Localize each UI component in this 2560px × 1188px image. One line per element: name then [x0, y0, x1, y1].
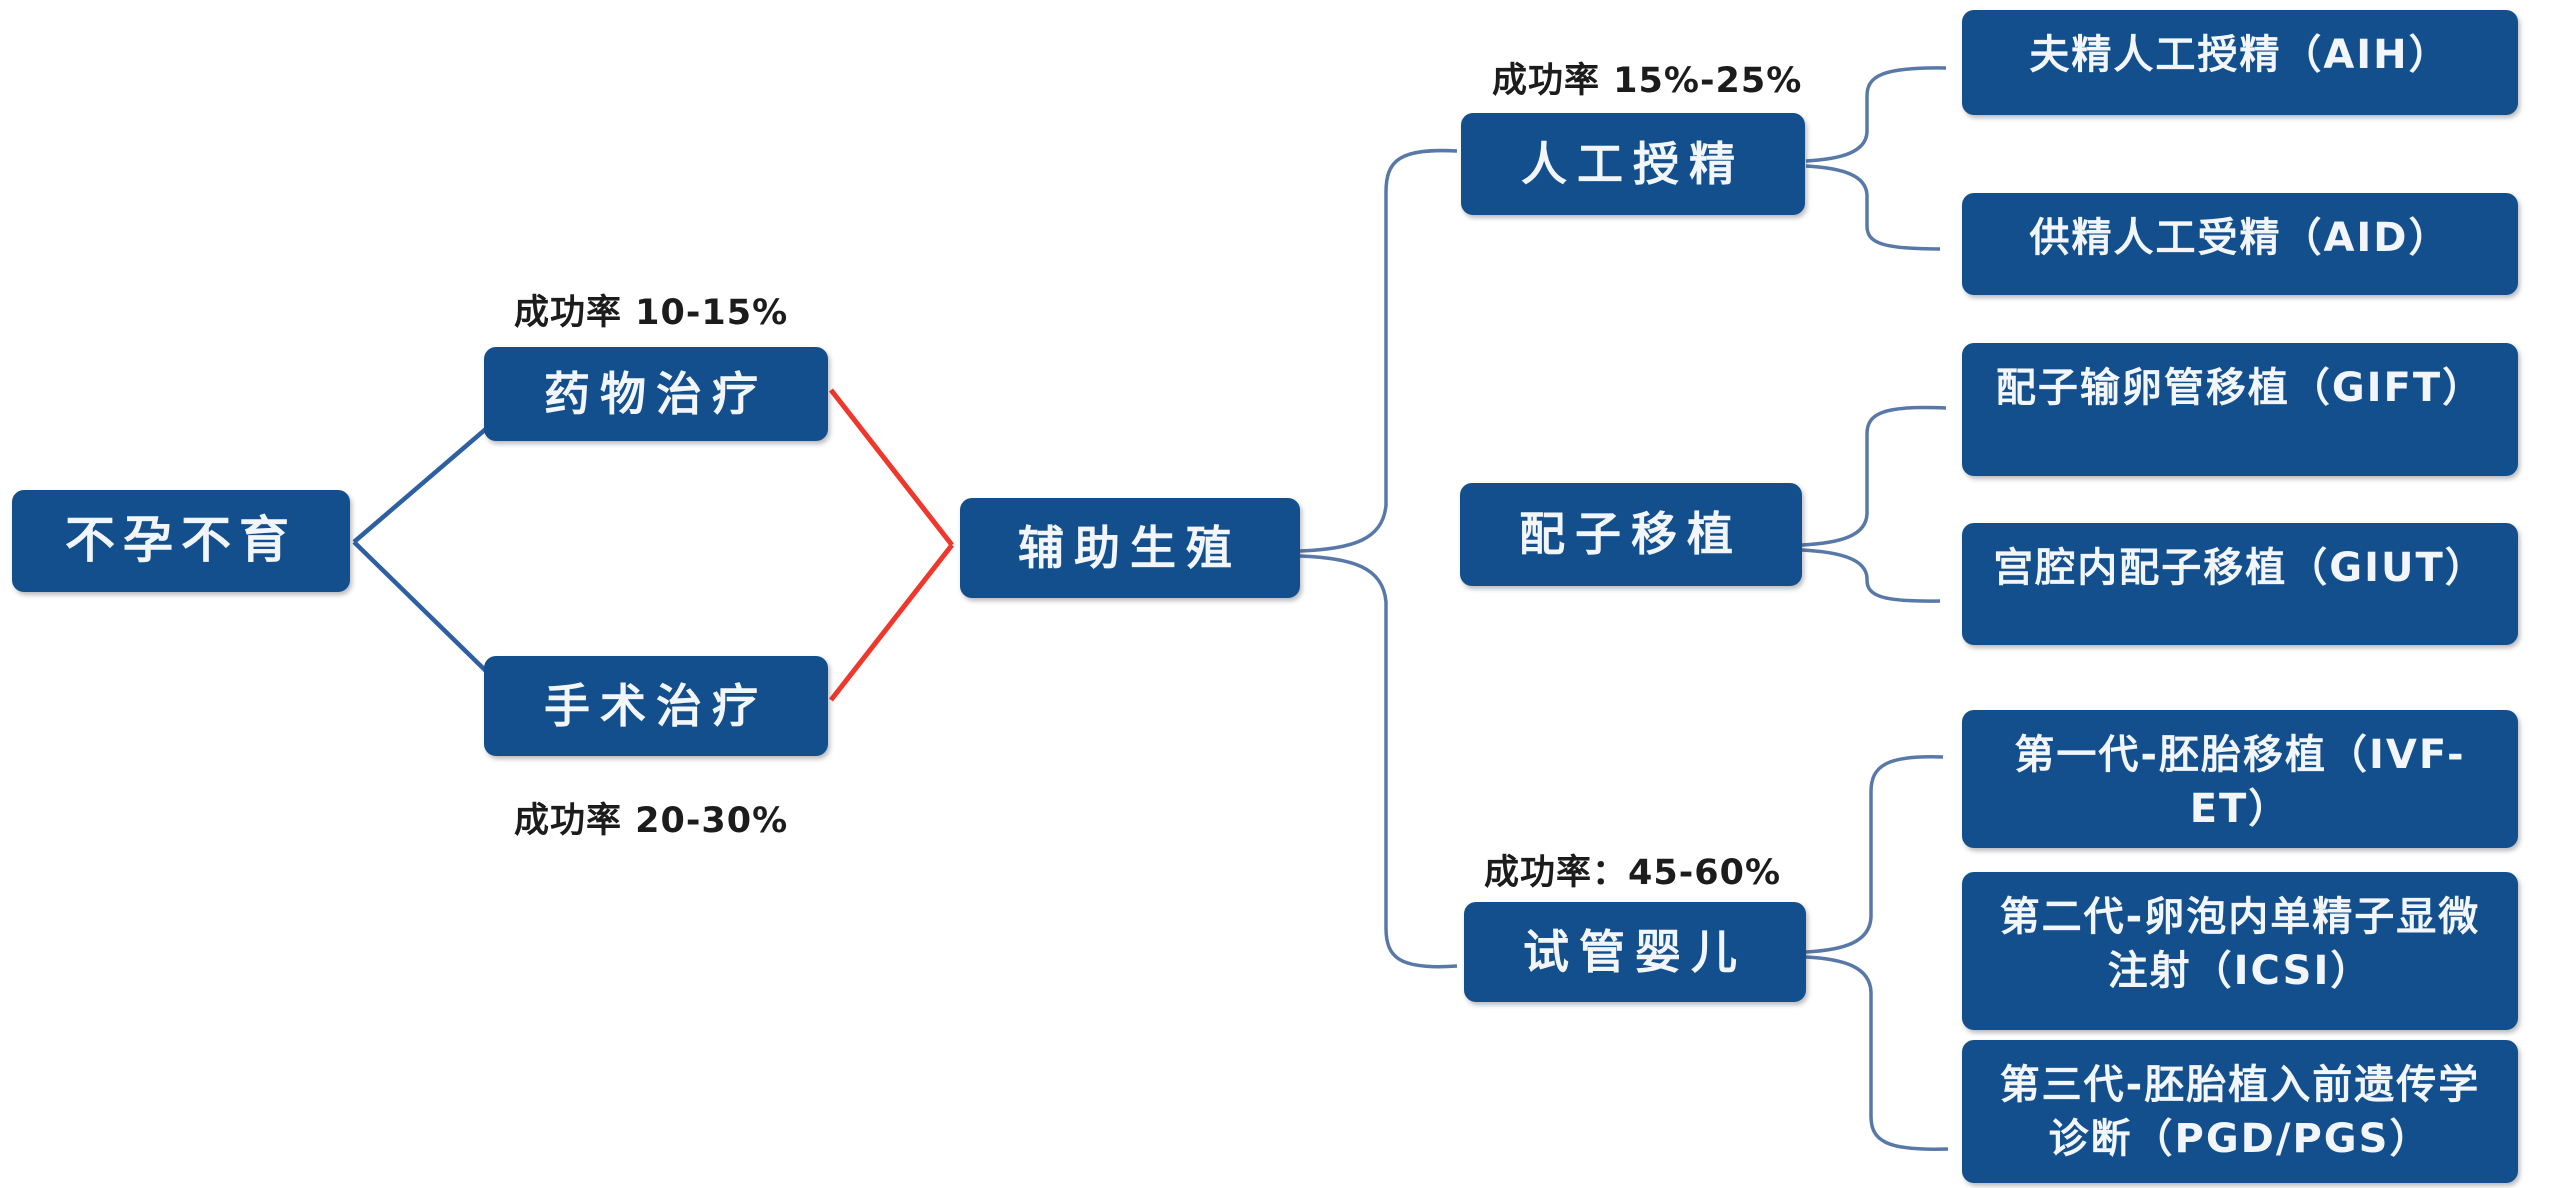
brace-hub-top: [1299, 148, 1458, 553]
node-infertility: 不孕不育: [12, 490, 350, 592]
label-success-rate-insemination: 成功率 15%-25%: [1492, 61, 1803, 101]
brace-ai-bottom: [1805, 164, 1941, 251]
connector-drug-to-hub: [829, 388, 954, 547]
brace-gamete-bottom: [1801, 548, 1941, 603]
node-gamete-transfer: 配子移植: [1460, 483, 1802, 586]
node-drug-therapy: 药物治疗: [484, 347, 828, 441]
label-success-rate-surgery: 成功率 20-30%: [514, 801, 789, 841]
node-artificial-insemination: 人工授精: [1461, 113, 1805, 215]
node-pgd-pgs: 第三代-胚胎植入前遗传学诊断（PGD/PGS）: [1962, 1040, 2518, 1183]
node-gift: 配子输卵管移植（GIFT）: [1962, 343, 2518, 476]
brace-ivf-bottom: [1805, 955, 1949, 1151]
label-success-rate-drug: 成功率 10-15%: [514, 293, 789, 333]
node-giut: 宫腔内配子移植（GIUT）: [1962, 523, 2518, 645]
brace-gamete-top: [1801, 405, 1947, 547]
node-ivf-et: 第一代-胚胎移植（IVF-ET）: [1962, 710, 2518, 848]
connector-root-to-surgery: [352, 540, 489, 674]
node-assisted-reproduction: 辅助生殖: [960, 498, 1300, 598]
label-success-rate-ivf: 成功率：45-60%: [1484, 853, 1782, 893]
node-aid: 供精人工受精（AID）: [1962, 193, 2518, 295]
node-icsi: 第二代-卵泡内单精子显微注射（ICSI）: [1962, 872, 2518, 1030]
node-ivf: 试管婴儿: [1464, 902, 1806, 1002]
brace-hub-bottom: [1299, 554, 1458, 969]
connector-surgery-to-hub: [829, 543, 954, 702]
node-surgery-therapy: 手术治疗: [484, 656, 828, 756]
connector-root-to-drug: [352, 426, 489, 544]
brace-ai-top: [1805, 66, 1947, 163]
node-aih: 夫精人工授精（AIH）: [1962, 10, 2518, 115]
brace-ivf-top: [1805, 755, 1944, 954]
